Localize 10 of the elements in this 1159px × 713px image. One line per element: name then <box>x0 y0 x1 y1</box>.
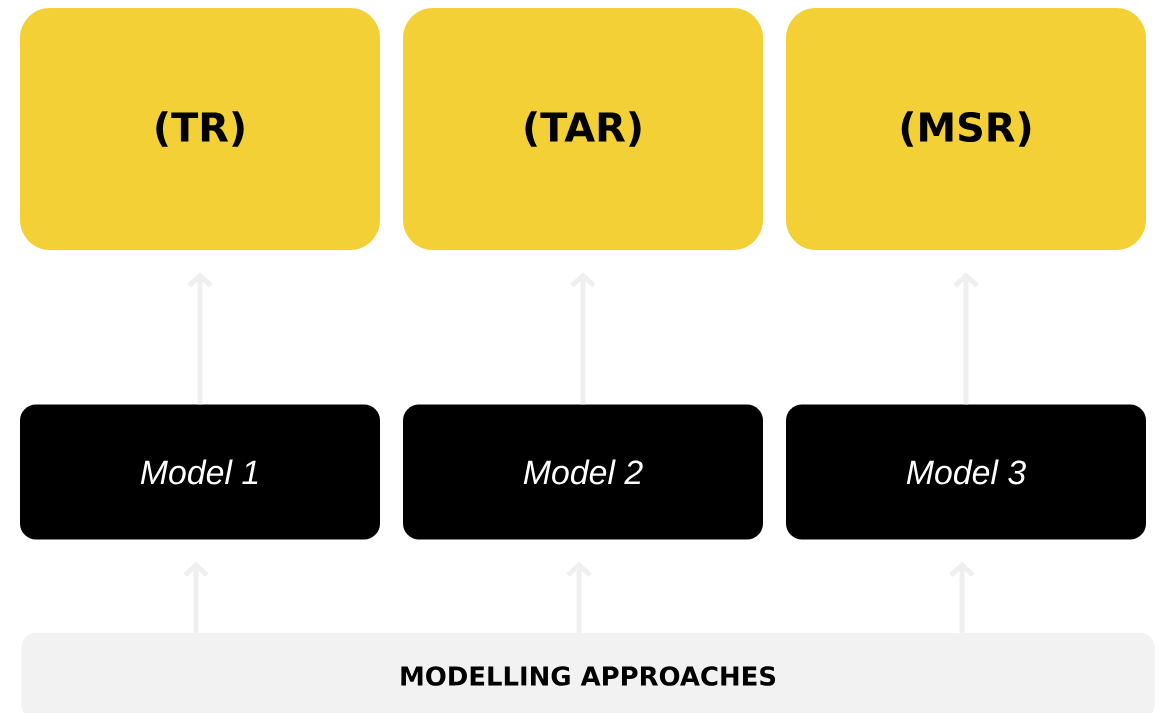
result-box: (TR) <box>20 8 380 250</box>
result-box: (TAR) <box>403 8 763 250</box>
approaches-band: MODELLING APPROACHES <box>21 633 1155 713</box>
model-box: Model 1 <box>20 404 380 540</box>
result-box: (MSR) <box>786 8 1146 250</box>
model-box: Model 2 <box>403 404 763 540</box>
arrow <box>953 272 979 405</box>
arrow <box>187 272 213 405</box>
arrow <box>570 272 596 405</box>
model-box: Model 3 <box>786 404 1146 540</box>
